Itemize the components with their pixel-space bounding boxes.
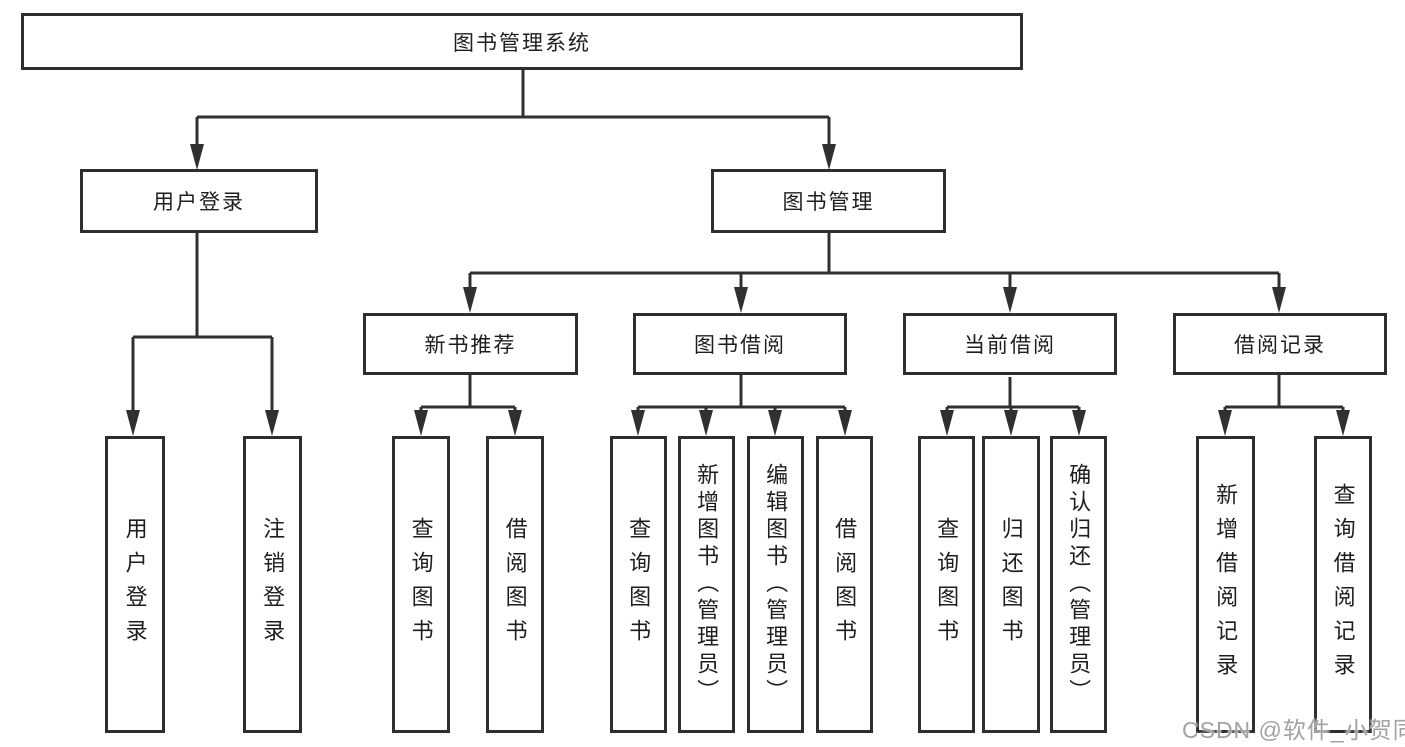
leaf-add-borrow-record: 新增借阅记录	[1196, 436, 1255, 733]
node-library-system: 图书管理系统	[21, 13, 1023, 70]
node-label: 确认归还（管理员）	[1066, 463, 1092, 706]
connector-current-borrow-split	[945, 377, 1081, 414]
connector-root-split	[195, 70, 831, 147]
node-book-management: 图书管理	[711, 169, 946, 233]
watermark: CSDN @软件_小贺同学	[1182, 717, 1405, 743]
leaf-add-book-admin: 新增图书（管理员）	[678, 436, 735, 733]
connector-book-borrow-split	[636, 375, 847, 414]
node-new-book-recommend: 新书推荐	[363, 313, 578, 375]
leaf-edit-book-admin: 编辑图书（管理员）	[747, 436, 804, 733]
leaf-confirm-return-admin: 确认归还（管理员）	[1050, 436, 1107, 733]
node-label: 图书管理	[782, 191, 875, 214]
leaf-logout: 注销登录	[243, 436, 302, 733]
node-label: 借阅记录	[1234, 334, 1326, 357]
node-current-borrowing: 当前借阅	[903, 313, 1117, 375]
node-label: 用户登录	[153, 191, 245, 214]
node-label: 新增借阅记录	[1213, 482, 1239, 687]
leaf-query-books-borrowing: 查询图书	[610, 436, 667, 733]
connector-user-login-split	[131, 233, 274, 412]
connector-book-mgmt-split	[468, 233, 1281, 290]
leaf-query-borrow-record: 查询借阅记录	[1314, 436, 1372, 733]
leaf-return-book: 归还图书	[982, 436, 1040, 733]
node-label: 注销登录	[260, 516, 286, 653]
node-label: 查询图书	[934, 516, 960, 653]
node-label: 查询图书	[626, 516, 652, 653]
node-label: 编辑图书（管理员）	[763, 463, 789, 706]
node-label: 查询借阅记录	[1330, 482, 1356, 687]
node-label: 查询图书	[408, 516, 434, 653]
leaf-borrow-books-recommend: 借阅图书	[486, 436, 544, 733]
node-label: 图书管理系统	[453, 31, 591, 55]
node-label: 当前借阅	[964, 334, 1056, 357]
node-borrow-records: 借阅记录	[1173, 313, 1387, 375]
node-label: 用户登录	[122, 516, 148, 653]
node-label: 新书推荐	[424, 334, 517, 357]
leaf-borrow-books: 借阅图书	[816, 436, 873, 733]
node-label: 借阅图书	[832, 516, 858, 653]
node-user-login: 用户登录	[80, 169, 318, 233]
node-label: 图书借阅	[694, 334, 786, 357]
connector-new-book-split	[419, 375, 517, 414]
node-label: 归还图书	[998, 516, 1024, 653]
connector-borrow-record-split	[1223, 375, 1345, 414]
connector-lines	[131, 70, 1345, 414]
leaf-query-books-current: 查询图书	[918, 436, 975, 733]
node-label: 借阅图书	[502, 516, 528, 653]
leaf-user-login: 用户登录	[105, 436, 165, 733]
node-label: 新增图书（管理员）	[694, 463, 720, 706]
node-book-borrowing: 图书借阅	[633, 313, 847, 375]
leaf-query-books-recommend: 查询图书	[392, 436, 450, 733]
